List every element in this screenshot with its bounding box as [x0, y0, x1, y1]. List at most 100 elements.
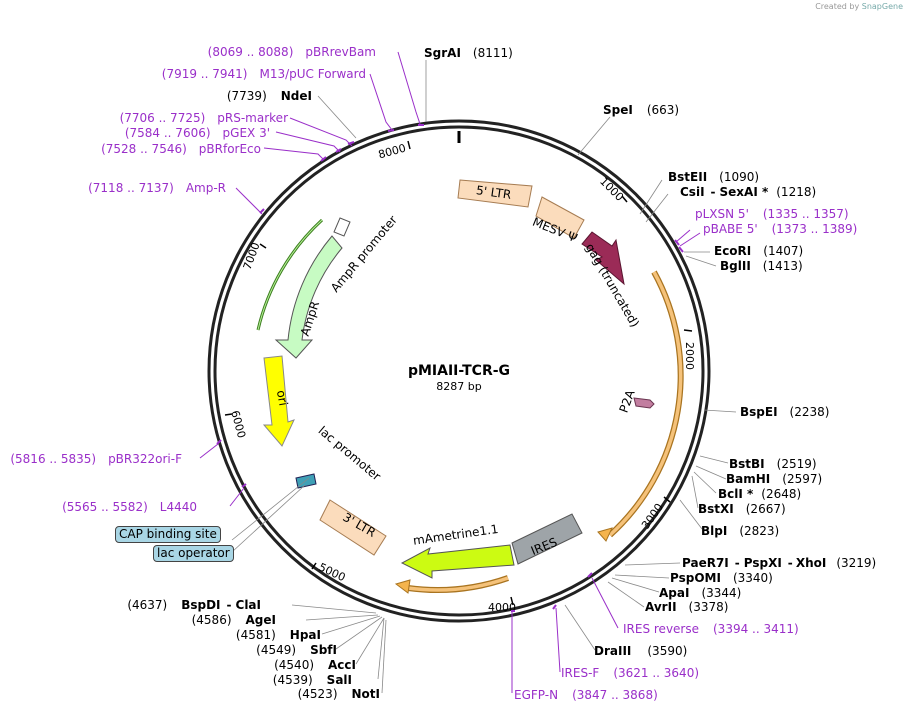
svg-text:(4540)AccI: (4540) AccI: [274, 658, 356, 672]
site-csii[interactable]: CsiI: [680, 185, 705, 199]
site-agei[interactable]: AgeI: [246, 613, 276, 627]
primer-amp-r[interactable]: Amp-R: [186, 181, 226, 195]
site-avrii[interactable]: AvrII: [645, 600, 677, 614]
tick-1000: 1000: [597, 175, 626, 204]
svg-text:(7584 .. 7606)pGEX 3': (7584 .. 7606)pGEX 3': [125, 126, 270, 140]
svg-text:(7739)NdeI: (7739) NdeI: [227, 89, 312, 103]
site-bspdi-sep: -: [227, 598, 232, 612]
site-apai[interactable]: ApaI: [659, 586, 689, 600]
site-bspdi[interactable]: BspDI: [181, 598, 220, 612]
feature-ampr: [274, 235, 343, 359]
site-pspomi-pos: (3340): [733, 571, 773, 585]
primer-m13-puc-forward[interactable]: M13/pUC Forward: [259, 67, 366, 81]
site-bstbi[interactable]: BstBI: [729, 457, 765, 471]
site-ecori[interactable]: EcoRI: [714, 244, 751, 258]
credit-prefix: Created by: [815, 2, 860, 11]
svg-text:SpeI(663): SpeI(663): [603, 103, 679, 117]
primer-prs-marker[interactable]: pRS-marker: [217, 111, 288, 125]
site-sbfi[interactable]: SbfI: [310, 643, 337, 657]
svg-text:EGFP-N(3847 .. 3868): EGFP-N(3847 .. 3868): [514, 688, 658, 702]
feature-3ltr: [319, 499, 387, 556]
site-avrii-pos: (3378): [689, 600, 729, 614]
site-apai-pos: (3344): [701, 586, 741, 600]
svg-text:(7528 .. 7546)pBRforEco: (7528 .. 7546) pBRforEco: [101, 142, 261, 156]
primer-pbr322ori-f[interactable]: pBR322ori-F: [108, 452, 182, 466]
site-clai[interactable]: ClaI: [236, 598, 261, 612]
site-bcli-pos: (2648): [761, 487, 801, 501]
site-blpi[interactable]: BlpI: [701, 524, 727, 538]
site-paer7i[interactable]: PaeR7I: [682, 556, 729, 570]
svg-text:BclI *(2648): BclI * (2648): [718, 487, 801, 501]
label-mametrine: mAmetrine1.1: [412, 522, 499, 548]
primer-egfp-n[interactable]: EGFP-N: [514, 688, 558, 702]
site-bspei[interactable]: BspEI: [740, 405, 778, 419]
site-spei[interactable]: SpeI: [603, 103, 633, 117]
site-bglii[interactable]: BglII: [720, 259, 751, 273]
primer-pbrforeco-pos: (7528 .. 7546): [101, 142, 187, 156]
primer-pgex3[interactable]: pGEX 3': [223, 126, 270, 140]
primer-pbr322ori-f-pos: (5816 .. 5835): [10, 452, 96, 466]
svg-text:EcoRI(1407): EcoRI(1407): [714, 244, 803, 258]
svg-text:(5816 .. 5835)pBR322ori-F: (5816 .. 5835) pBR322ori-F: [10, 452, 182, 466]
primer-ires-f[interactable]: IRES-F: [561, 666, 599, 680]
site-draiii[interactable]: DraIII: [594, 644, 631, 658]
site-sgrai[interactable]: SgrAI: [424, 46, 461, 60]
site-blpi-pos: (2823): [739, 524, 779, 538]
site-acci[interactable]: AccI: [328, 658, 356, 672]
primer-pbabe5[interactable]: pBABE 5': [703, 222, 758, 236]
primer-ires-f-pos: (3621 .. 3640): [613, 666, 699, 680]
primer-plxsn5[interactable]: pLXSN 5': [695, 207, 749, 221]
site-csii-sep: -: [711, 185, 716, 199]
site-ndei[interactable]: NdeI: [281, 89, 312, 103]
primer-ires-reverse-pos: (3394 .. 3411): [713, 622, 799, 636]
site-bstxi-pos: (2667): [746, 502, 786, 516]
primer-amp-r-pos: (7118 .. 7137): [88, 181, 174, 195]
primer-ires-reverse[interactable]: IRES reverse: [623, 622, 699, 636]
svg-text:pBABE 5'(1373 .. 1389): pBABE 5'(1373 .. 1389): [703, 222, 857, 236]
svg-text:IRES reverse(3394 .. 3411): IRES reverse (3394 .. 3411): [623, 622, 799, 636]
feature-mametrine: [400, 544, 515, 579]
site-bamhi[interactable]: BamHI: [726, 472, 770, 486]
svg-text:SgrAI(8111): SgrAI(8111): [424, 46, 513, 60]
svg-text:BstXI(2667): BstXI (2667): [698, 502, 786, 516]
feature-ires: [511, 513, 583, 565]
site-sexai[interactable]: SexAI *: [720, 185, 769, 199]
lac-operator-label[interactable]: lac operator: [153, 545, 234, 562]
svg-text:CsiI-SexAI *(1218): CsiI-SexAI *(1218): [680, 185, 816, 199]
site-hpai-pos: (4581): [236, 628, 276, 642]
cap-binding-site-label[interactable]: CAP binding site: [115, 526, 221, 543]
label-5ltr: 5' LTR: [475, 183, 512, 202]
site-xhoi[interactable]: XhoI: [796, 556, 827, 570]
site-bsteii[interactable]: BstEII: [668, 170, 707, 184]
site-bspdi-pos: (4637): [127, 598, 167, 612]
site-agei-pos: (4586): [192, 613, 232, 627]
site-sali[interactable]: SalI: [327, 673, 352, 687]
feature-ampr-promoter: [333, 217, 351, 237]
site-draiii-pos: (3590): [647, 644, 687, 658]
svg-text:(7706 .. 7725)pRS-marker: (7706 .. 7725)pRS-marker: [120, 111, 288, 125]
primer-pbrforeco[interactable]: pBRforEco: [199, 142, 261, 156]
feature-ori: [262, 355, 295, 447]
primer-pbrrevbam-pos: (8069 .. 8088): [208, 45, 294, 59]
site-acci-pos: (4540): [274, 658, 314, 672]
site-noti[interactable]: NotI: [352, 687, 381, 701]
site-bcli[interactable]: BclI *: [718, 487, 754, 501]
site-pspomi[interactable]: PspOMI: [670, 571, 721, 585]
site-ndei-pos: (7739): [227, 89, 267, 103]
feature-orf-arrow: [597, 527, 613, 542]
primer-l4440[interactable]: L4440: [160, 500, 197, 514]
label-ori: ori: [274, 389, 290, 407]
site-hpai[interactable]: HpaI: [290, 628, 321, 642]
primer-pbrrevbam[interactable]: pBRrevBam: [305, 45, 376, 59]
svg-text:BamHI(2597): BamHI(2597): [726, 472, 822, 486]
svg-text:(4586)AgeI: (4586) AgeI: [192, 613, 276, 627]
plasmid-size: 8287 bp: [436, 380, 481, 393]
site-bstbi-pos: (2519): [777, 457, 817, 471]
site-pspxi[interactable]: PspXI: [744, 556, 782, 570]
plasmid-name: pMIAII-TCR-G: [408, 363, 510, 379]
svg-text:IRES-F(3621 .. 3640): IRES-F (3621 .. 3640): [561, 666, 699, 680]
site-bstxi[interactable]: BstXI: [698, 502, 734, 516]
feature-orf-arc-fill: [608, 271, 683, 537]
svg-text:(5565 .. 5582)L4440: (5565 .. 5582)L4440: [62, 500, 197, 514]
